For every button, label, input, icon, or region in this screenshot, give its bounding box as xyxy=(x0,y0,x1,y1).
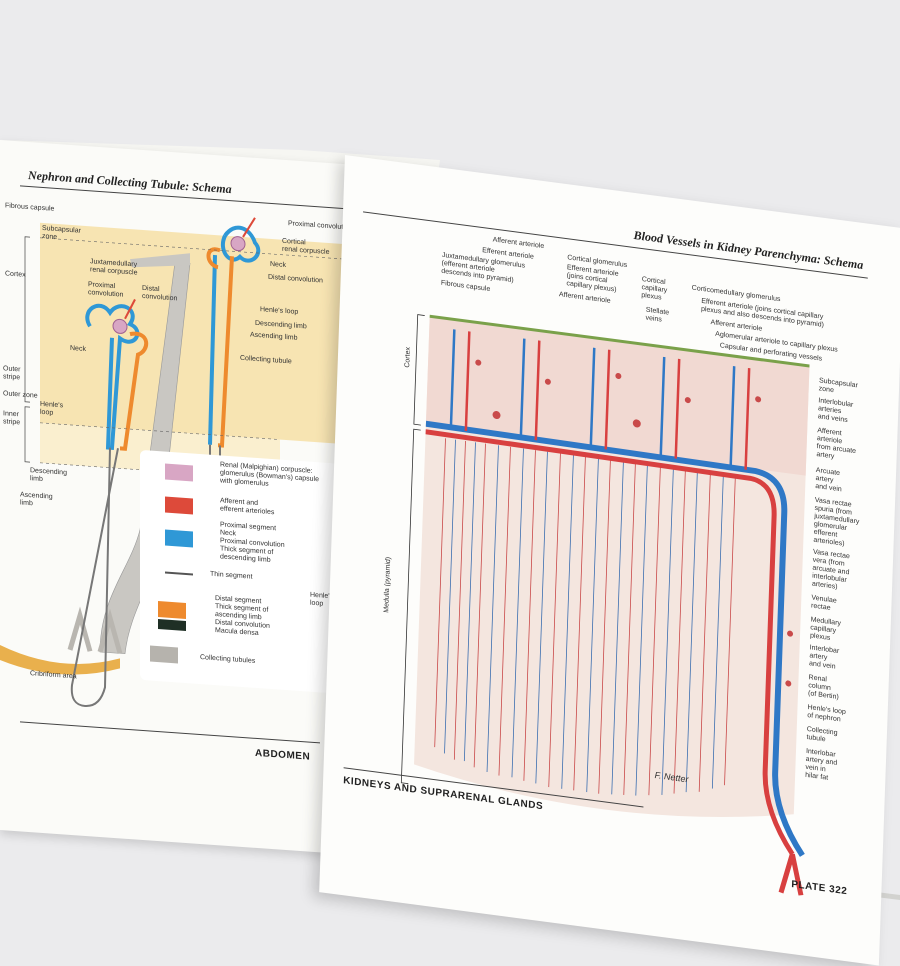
label-r-neck: Neck xyxy=(270,260,286,269)
side-label-renal-column: Renal column (of Bertin) xyxy=(807,674,839,702)
legend-swatch-corpuscle xyxy=(165,463,193,482)
legend-text-distal: Distal segment Thick segment of ascendin… xyxy=(215,595,270,638)
side-label-vasa-spuria: Vasa rectae spuria (from juxtamedullary … xyxy=(813,496,860,548)
label-outer-stripe: Outer stripe xyxy=(3,365,21,382)
side-label-vasa-vera: Vasa rectae vera (from arcuate and inter… xyxy=(811,548,850,591)
legend-swatch-collecting xyxy=(150,645,178,664)
label-cortex: Cortex xyxy=(5,270,26,279)
legend-text-corpuscle: Renal (Malpighian) corpuscle: glomerulus… xyxy=(220,461,319,488)
label-henles-loop: Henle's loop xyxy=(40,400,64,417)
legend-text-thin: Thin segment xyxy=(210,570,253,581)
blood-vessel-illustration xyxy=(400,314,810,896)
side-label-hilar: Interlobar artery and vein in hilar fat xyxy=(805,747,838,782)
legend-text-collecting: Collecting tubules xyxy=(200,653,256,665)
side-label-arcuate: Arcuate artery and vein xyxy=(815,466,842,494)
label-ascending-limb: Ascending limb xyxy=(20,491,53,508)
label-r-cortical-corpuscle: Cortical renal corpuscle xyxy=(282,237,330,257)
top-label-stellate-veins: Stellate veins xyxy=(645,306,670,324)
label-inner-stripe: Inner stripe xyxy=(3,410,21,427)
legend-text-proximal: Proximal segment Neck Proximal convoluti… xyxy=(220,521,285,564)
open-book: Nephron and Collecting Tubule: Schema xyxy=(0,140,900,966)
legend-swatch-arterioles xyxy=(165,496,193,515)
side-label-afferent-arcuate: Afferent arteriole from arcuate artery xyxy=(816,427,857,461)
legend-swatch-proximal xyxy=(165,529,193,548)
label-neck: Neck xyxy=(70,344,86,354)
side-label-venulae: Venulae rectae xyxy=(810,594,837,612)
label-proximal-convolution: Proximal convolution xyxy=(88,281,124,299)
label-distal-convolution: Distal convolution xyxy=(142,284,178,303)
right-page: Blood Vessels in Kidney Parenchyma: Sche… xyxy=(319,155,900,966)
label-subcapsular-zone: Subcapsular zone xyxy=(42,224,81,241)
legend-swatch-macula xyxy=(158,619,186,632)
side-label-interlobar: Interlobar artery and vein xyxy=(808,644,840,671)
label-cortex-right: Cortex xyxy=(404,346,412,369)
label-juxtamedullary: Juxtamedullary renal corpuscle xyxy=(90,258,138,277)
legend-swatch-distal xyxy=(158,601,186,620)
label-descending-limb: Descending limb xyxy=(30,467,67,483)
side-label-interlobular: Interlobular arteries and veins xyxy=(817,397,854,425)
legend-text-arterioles: Afferent and efferent arterioles xyxy=(220,497,275,517)
legend-swatch-thin xyxy=(165,571,193,576)
top-label-cortical-capillary-plexus: Cortical capillary plexus xyxy=(641,276,668,302)
left-page: Nephron and Collecting Tubule: Schema xyxy=(0,140,440,861)
side-label-medullary-plexus: Medullary capillary plexus xyxy=(809,616,842,642)
